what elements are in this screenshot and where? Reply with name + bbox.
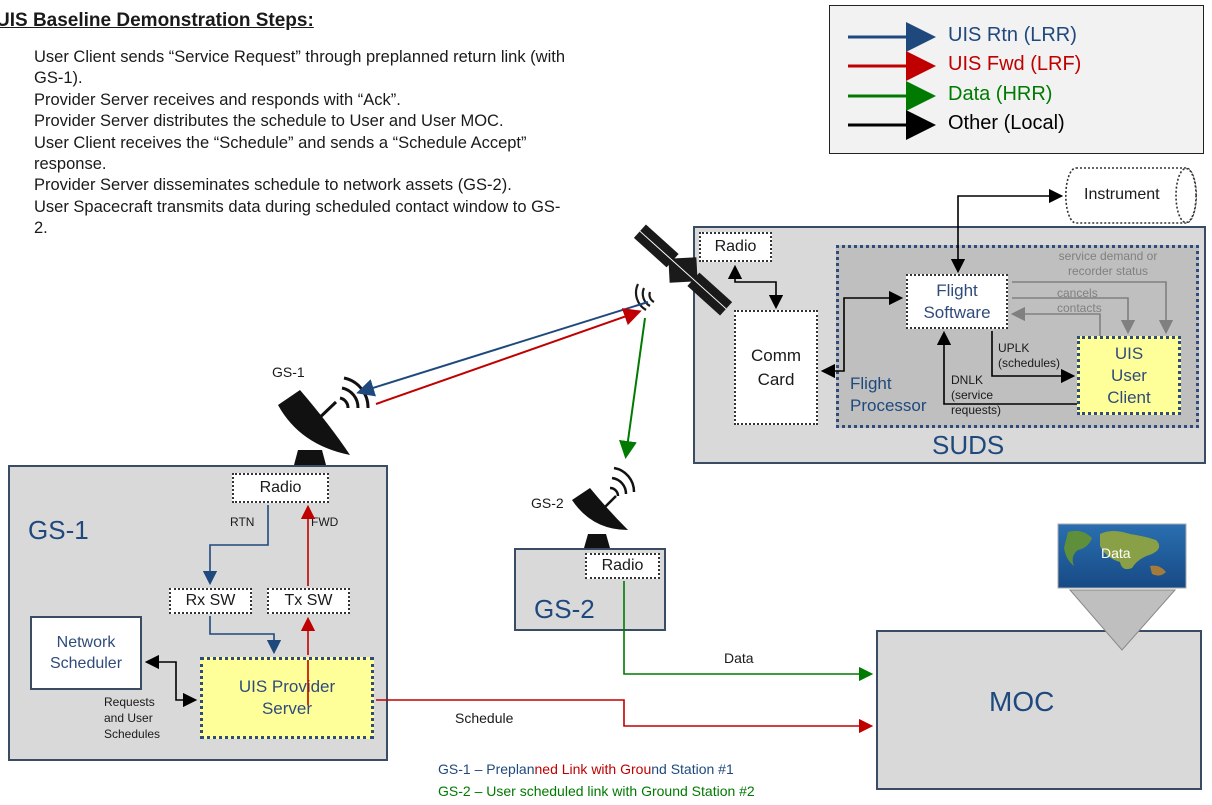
gs2-label: GS-2 — [534, 594, 595, 624]
satellite-signal-icon — [634, 283, 655, 311]
legend-local: Other (Local) — [948, 112, 1065, 134]
legend-rtn: UIS Rtn (LRR) — [948, 24, 1077, 46]
suds-radio: Radio — [699, 232, 772, 262]
schedule-to-moc-arrow — [376, 699, 874, 734]
uplk-arrow — [991, 331, 1076, 384]
footnote-1c: nd Station #1 — [651, 761, 734, 777]
uis-user-client: UIS User Client — [1077, 336, 1181, 415]
uplk-label: UPLK (schedules) — [998, 341, 1061, 370]
data-funnel — [1068, 589, 1177, 651]
step-1: User Client sends “Service Request” thro… — [34, 48, 566, 88]
gs1-dish-icon — [278, 376, 370, 465]
gs1-antenna-label: GS-1 — [272, 364, 305, 380]
suds-label: SUDS — [932, 430, 1005, 460]
legend-data: Data (HRR) — [948, 83, 1053, 105]
tx-sw: Tx SW — [267, 588, 350, 614]
instrument-label: Instrument — [1084, 186, 1160, 203]
step-6: User Spacecraft transmits data during sc… — [34, 197, 561, 238]
service-demand-arrow — [1012, 281, 1174, 335]
moc-label: MOC — [989, 686, 1055, 717]
scheduler-server-arrow — [144, 654, 198, 708]
comm-card: Comm Card — [734, 310, 818, 425]
rtn-space-arrow — [356, 301, 649, 397]
gs1-label: GS-1 — [28, 515, 89, 545]
instrument-fsw-arrow — [950, 188, 1064, 274]
map-data-label: Data — [1101, 545, 1131, 561]
step-5: Provider Server disseminates schedule to… — [34, 176, 512, 195]
legend-arrows — [848, 22, 936, 140]
legend-fwd: UIS Fwd (LRF) — [948, 53, 1082, 75]
uis-provider-server: UIS Provider Server — [200, 657, 374, 739]
data-link-label: Data — [724, 650, 754, 666]
flight-processor-text: Flight Processor — [850, 374, 927, 415]
rx-sw: Rx SW — [169, 588, 252, 614]
comm-fsw-arrow — [820, 290, 904, 379]
contacts-label: contacts — [1057, 301, 1102, 315]
page-title: UIS Baseline Demonstration Steps: — [0, 10, 314, 31]
gs1-radio: Radio — [232, 473, 329, 503]
instrument-cylinder — [1065, 167, 1197, 224]
step-3: Provider Server distributes the schedule… — [34, 112, 504, 131]
world-map-icon — [1057, 523, 1187, 589]
legend: UIS Rtn (LRR) UIS Fwd (LRF) Data (HRR) O… — [829, 5, 1204, 154]
moc-box — [876, 630, 1202, 790]
rtn-label: RTN — [230, 515, 255, 529]
flight-processor-label: Flight Processor — [850, 373, 940, 417]
gs2-dish-icon — [572, 466, 636, 548]
rxsw-server-arrow — [209, 616, 282, 655]
data-space-arrow — [619, 317, 646, 459]
data-to-moc-arrow — [623, 581, 874, 682]
satellite-icon — [633, 224, 733, 316]
dnlk-label: DNLK (service requests) — [951, 373, 1002, 417]
schedule-link-label: Schedule — [455, 710, 514, 726]
step-4: User Client receives the “Schedule” and … — [34, 133, 527, 174]
service-demand-label: service demand or recorder status — [1058, 249, 1158, 278]
footnote-line1: GS-1 – Preplanned Link with Ground Stati… — [438, 761, 734, 777]
cancels-arrow — [1012, 297, 1136, 335]
dnlk-arrow — [936, 330, 1077, 405]
fwd-label: FWD — [311, 515, 339, 529]
gs2-radio: Radio — [585, 553, 660, 579]
contacts-arrow — [1010, 306, 1101, 336]
footnote-1b: ned Link with Grou — [534, 761, 652, 777]
network-scheduler: Network Scheduler — [30, 616, 142, 690]
steps-list: User Client sends “Service Request” thro… — [34, 47, 574, 240]
requests-label: Requests and User Schedules — [104, 695, 161, 741]
flight-software: Flight Software — [906, 274, 1008, 329]
instrument: Instrument — [1064, 166, 1199, 225]
gs2-antenna-label: GS-2 — [531, 495, 564, 511]
fwd-space-arrow — [375, 308, 642, 405]
radio-comm-arrow — [727, 264, 784, 310]
footnote-line2: GS-2 – User scheduled link with Ground S… — [438, 783, 755, 799]
cancels-label: cancels — [1057, 286, 1098, 300]
rtn-internal-arrow — [202, 505, 269, 586]
footnote-1a: GS-1 – Preplan — [438, 761, 535, 777]
step-2: Provider Server receives and responds wi… — [34, 90, 401, 109]
